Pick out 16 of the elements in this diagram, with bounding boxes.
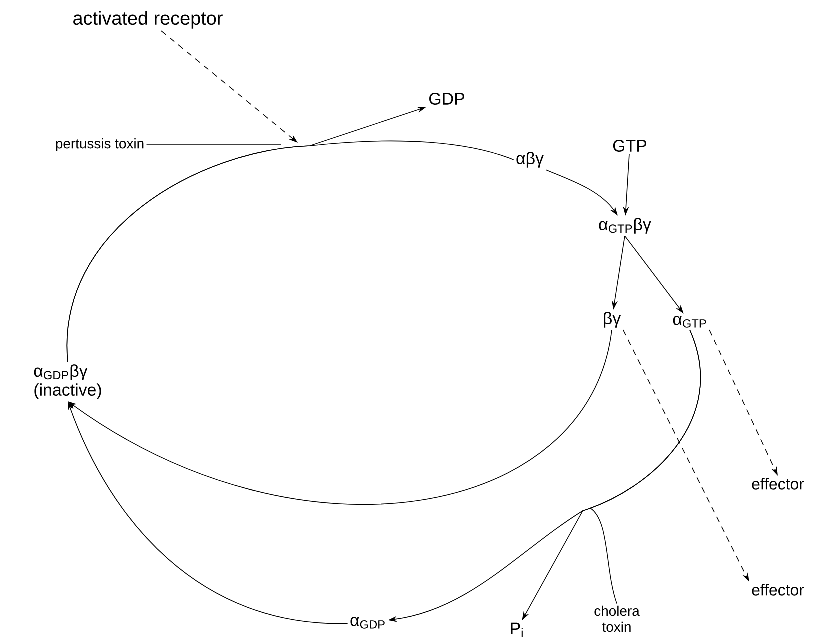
leader-line xyxy=(146,144,282,146)
toxin-label: cholera toxin xyxy=(594,606,640,632)
state-label: P$_{i}$ xyxy=(511,622,523,638)
effector-label: effector xyxy=(752,478,804,490)
state-label: α$_{GDP}$ xyxy=(350,617,385,629)
toxin-label: pertussis toxin xyxy=(56,138,144,152)
receptor-label: activated receptor xyxy=(74,11,223,29)
state-label: αβγ xyxy=(516,152,544,168)
state-label: βγ xyxy=(604,312,622,328)
state-label: GDP xyxy=(430,93,464,105)
state-label: α$_{GTP}$βγ xyxy=(599,218,652,234)
state-label: GTP xyxy=(613,140,647,152)
effector-label: effector xyxy=(752,584,804,596)
state-label: α$_{GDP}$βγ (inactive) xyxy=(34,364,102,400)
leader-line xyxy=(590,508,618,604)
state-label: α$_{GTP}$ xyxy=(673,316,706,328)
